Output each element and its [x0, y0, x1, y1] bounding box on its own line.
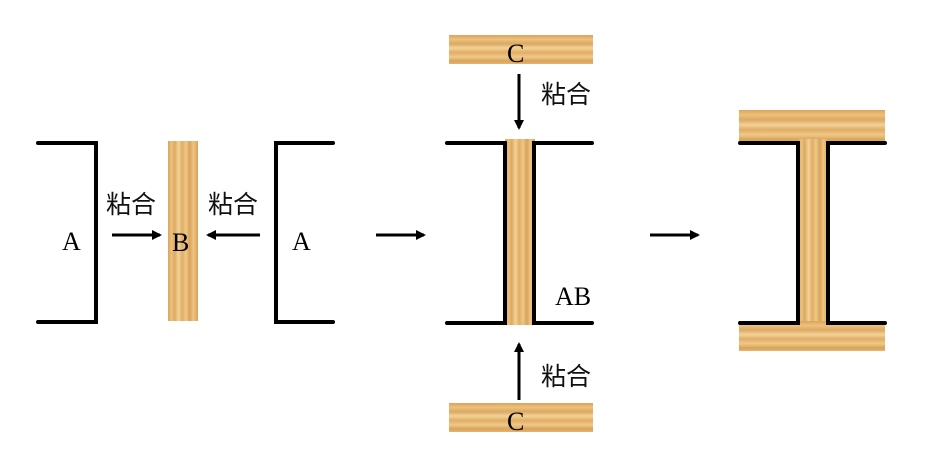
- bond-label-right: 粘合: [208, 190, 258, 219]
- board-b: [168, 141, 198, 321]
- flange-bottom: [739, 321, 885, 351]
- web: [798, 139, 828, 325]
- channel-right-outline: [826, 141, 887, 325]
- label-c-top: C: [507, 39, 524, 68]
- channel-ab-right: [532, 141, 594, 325]
- label-b: B: [172, 228, 189, 257]
- bond-label-bottom: 粘合: [541, 362, 591, 391]
- bond-label-left: 粘合: [106, 190, 156, 219]
- label-a-right: A: [292, 227, 311, 256]
- label-a-left: A: [62, 227, 81, 256]
- channel-left-outline: [738, 141, 800, 325]
- web-board-b: [505, 139, 535, 325]
- label-ab: AB: [555, 282, 591, 311]
- stage-2: C 粘合 AB 粘合 C: [445, 35, 594, 436]
- bond-label-top: 粘合: [541, 80, 591, 109]
- board-c-top: [449, 35, 593, 64]
- stage-3-i-beam: [738, 110, 887, 351]
- board-c-bottom: [449, 403, 593, 432]
- channel-a-right: [274, 141, 335, 324]
- stage-1: A B 粘合 粘合 A: [36, 141, 335, 324]
- label-c-bottom: C: [507, 407, 524, 436]
- channel-a-left: [36, 141, 98, 324]
- channel-ab-left: [445, 141, 507, 325]
- flange-top: [739, 110, 885, 143]
